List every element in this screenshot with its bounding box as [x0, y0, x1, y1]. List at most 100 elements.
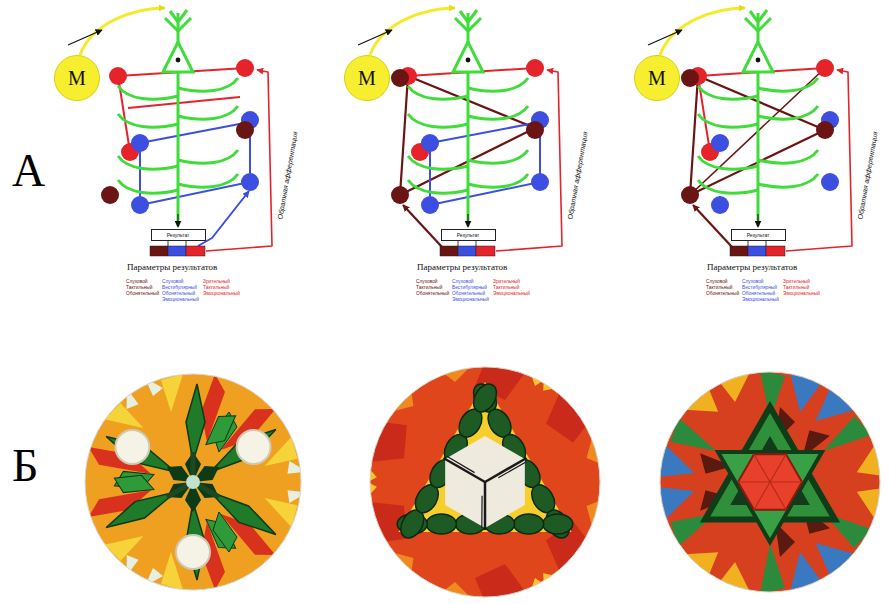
art-path: [758, 174, 818, 187]
art-g: [77, 386, 217, 520]
art-path: [698, 180, 758, 193]
circle-letter: М: [68, 68, 86, 88]
art-path: [370, 8, 455, 55]
art-rect: [150, 246, 168, 256]
art-path: [758, 106, 818, 119]
art-circle: [391, 69, 409, 87]
art-path: [145, 378, 163, 396]
parameter-item: Слуховой: [126, 280, 148, 285]
art-path: [666, 417, 722, 464]
art-path: [447, 456, 475, 472]
art-path: [177, 13, 180, 42]
art-circle: [531, 173, 549, 191]
art-path: [757, 13, 760, 42]
art-path: [738, 454, 802, 509]
art-path: [718, 562, 750, 592]
art-circle: [236, 59, 254, 77]
result-box: Результат: [731, 229, 786, 241]
art-path: [355, 463, 380, 488]
parameter-item: Зрительный: [203, 280, 230, 285]
parameter-item: Эмоциональный: [162, 298, 199, 303]
art-g: [171, 440, 311, 574]
parameter-item: Эмоциональный: [203, 292, 240, 297]
art-g: [525, 481, 613, 595]
parameter-item: Обонятельный: [162, 292, 195, 297]
art-path: [282, 456, 307, 481]
art-rect: [168, 246, 186, 256]
art-path: [758, 150, 818, 163]
parameter-item: Эмоциональный: [742, 298, 779, 303]
art-path: [118, 114, 178, 127]
art-g: [525, 368, 613, 482]
brain-circle: М: [54, 55, 100, 101]
art-rect: [186, 246, 205, 256]
art-path: [468, 10, 477, 22]
art-path: [468, 106, 528, 119]
feedback-label: Обратная афферентация: [276, 131, 298, 220]
art-path: [443, 458, 485, 482]
parameter-item: Тактильный: [706, 286, 733, 291]
parameter-item: Эмоциональный: [493, 292, 530, 297]
art-path: [484, 482, 487, 530]
art-path: [178, 214, 179, 227]
art-circle: [660, 372, 880, 592]
art-circle: [131, 196, 149, 214]
art-circle: [821, 173, 839, 191]
art-rect: [458, 246, 476, 256]
art-circle: [391, 186, 409, 204]
parameter-item: Тактильный: [416, 286, 443, 291]
art-path: [178, 10, 187, 22]
art-path: [758, 78, 818, 91]
art-path: [118, 156, 178, 169]
art-path: [766, 241, 767, 246]
art-rect: [440, 246, 458, 256]
parameter-item: Зрительный: [493, 280, 520, 285]
art-ellipse: [542, 506, 574, 542]
art-path: [358, 30, 392, 45]
art-path: [408, 156, 468, 169]
art-path: [168, 241, 169, 246]
art-path: [757, 72, 760, 226]
art-path: [649, 472, 700, 520]
art-path: [758, 214, 759, 227]
art-path: [468, 174, 528, 187]
art-path: [535, 386, 594, 450]
brain-circle: М: [344, 55, 390, 101]
art-circle: [526, 121, 544, 139]
art-path: [437, 362, 475, 382]
art-path: [408, 180, 468, 193]
art-path: [685, 539, 727, 582]
art-circle: [681, 69, 699, 87]
art-path: [118, 180, 178, 193]
art-path: [537, 568, 562, 593]
parameter-item: Вестибулярный: [162, 286, 197, 291]
art-path: [481, 496, 482, 528]
art-circle: [85, 374, 301, 590]
parameter-item: Тактильный: [126, 286, 153, 291]
parameter-item: Обонятельный: [452, 292, 485, 297]
art-circle: [466, 58, 471, 63]
art-path: [648, 30, 682, 45]
art-path: [754, 454, 786, 509]
art-rect: [476, 246, 495, 256]
parameter-item: Тактильный: [783, 286, 810, 291]
art-path: [110, 464, 157, 505]
art-path: [102, 427, 179, 482]
art-path: [685, 382, 727, 425]
art-path: [476, 241, 477, 246]
kaleidoscope-image: [647, 370, 893, 594]
art-path: [660, 8, 745, 55]
art-g: [396, 380, 574, 542]
art-path: [468, 214, 469, 227]
art-path: [437, 582, 475, 602]
art-path: [355, 476, 380, 501]
art-g: [115, 430, 270, 569]
art-path: [170, 11, 178, 22]
art-path: [80, 8, 165, 55]
art-circle: [176, 58, 181, 63]
system-diagram: [68, 8, 272, 256]
art-path: [145, 568, 163, 586]
art-circle: [241, 173, 259, 191]
parameters-heading: Параметры результатов: [707, 263, 797, 272]
